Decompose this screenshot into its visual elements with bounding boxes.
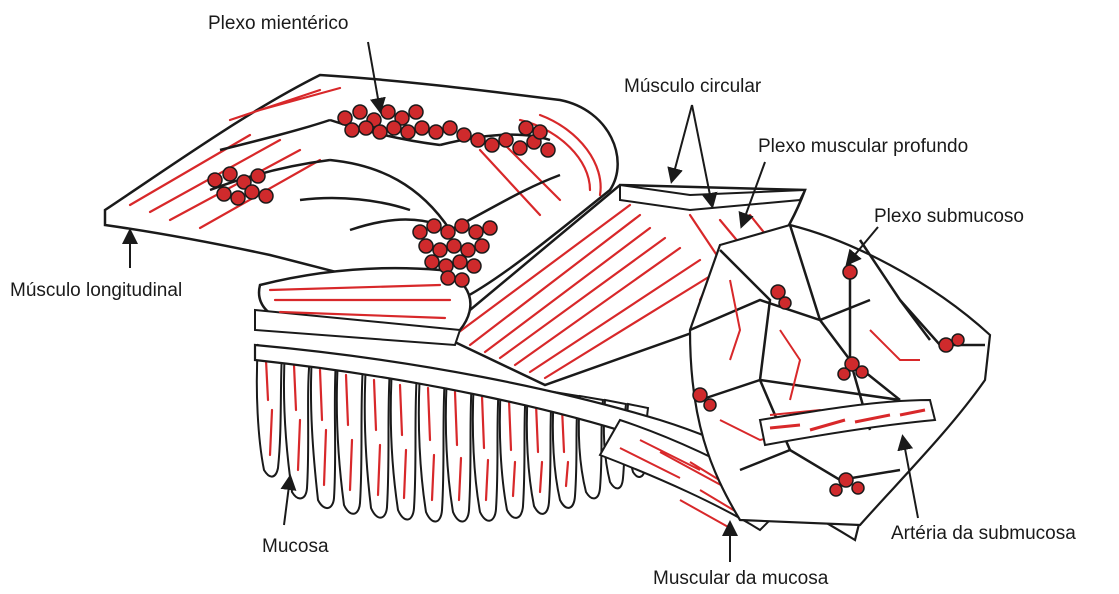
label-musculo-circular: Músculo circular [624,77,761,96]
label-mucosa: Mucosa [262,537,329,556]
label-plexo-muscular-profundo: Plexo muscular profundo [758,137,968,156]
label-plexo-mienterico: Plexo mientérico [208,14,348,33]
label-plexo-submucoso: Plexo submucoso [874,207,1024,226]
label-muscular-da-mucosa: Muscular da mucosa [653,569,828,588]
label-arteria-da-submucosa: Artéria da submucosa [891,524,1076,543]
leader-musculo-circular-left [672,105,692,180]
label-musculo-longitudinal: Músculo longitudinal [10,281,182,300]
leader-mucosa [284,478,290,525]
